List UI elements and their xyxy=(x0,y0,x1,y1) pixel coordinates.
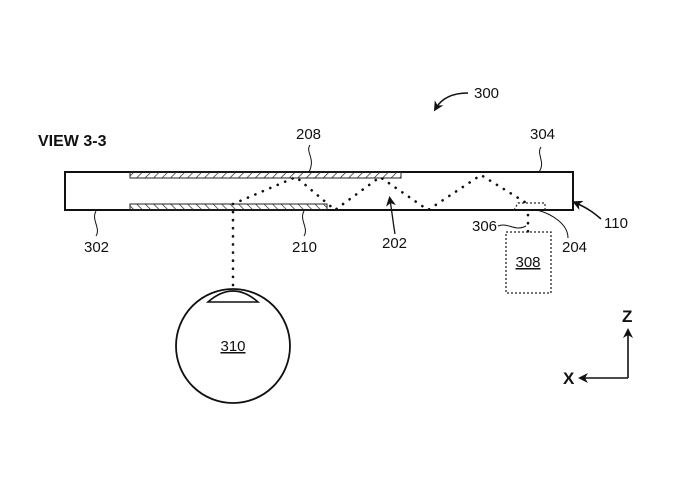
label-110: 110 xyxy=(604,215,628,232)
arrow-202 xyxy=(386,196,396,235)
label-208: 208 xyxy=(296,126,321,143)
eye-label: 310 xyxy=(220,338,245,355)
eye-310 xyxy=(175,288,291,404)
arrow-110 xyxy=(572,200,602,220)
in-coupler-grating-208 xyxy=(129,171,402,179)
leader-210 xyxy=(302,210,306,237)
label-210: 210 xyxy=(292,239,317,256)
label-202: 202 xyxy=(382,235,407,252)
view-label: VIEW 3-3 xyxy=(38,133,107,150)
eye-cornea xyxy=(205,290,261,303)
leader-306 xyxy=(497,224,527,229)
label-304: 304 xyxy=(530,126,555,143)
out-coupler-204 xyxy=(513,202,546,211)
light-source-308 xyxy=(505,231,552,294)
label-302: 302 xyxy=(84,239,109,256)
leader-204 xyxy=(536,209,569,239)
figure-ref-label: 300 xyxy=(474,85,499,102)
leader-208 xyxy=(308,144,312,173)
label-204: 204 xyxy=(562,239,587,256)
z-axis-label: Z xyxy=(622,307,632,326)
grating-210 xyxy=(129,203,328,211)
figure-ref-arrow xyxy=(433,92,469,112)
label-306: 306 xyxy=(472,218,497,235)
x-axis-label: X xyxy=(563,369,575,388)
leader-302 xyxy=(94,210,98,237)
light-source-label: 308 xyxy=(515,254,540,271)
leader-304 xyxy=(538,146,543,173)
